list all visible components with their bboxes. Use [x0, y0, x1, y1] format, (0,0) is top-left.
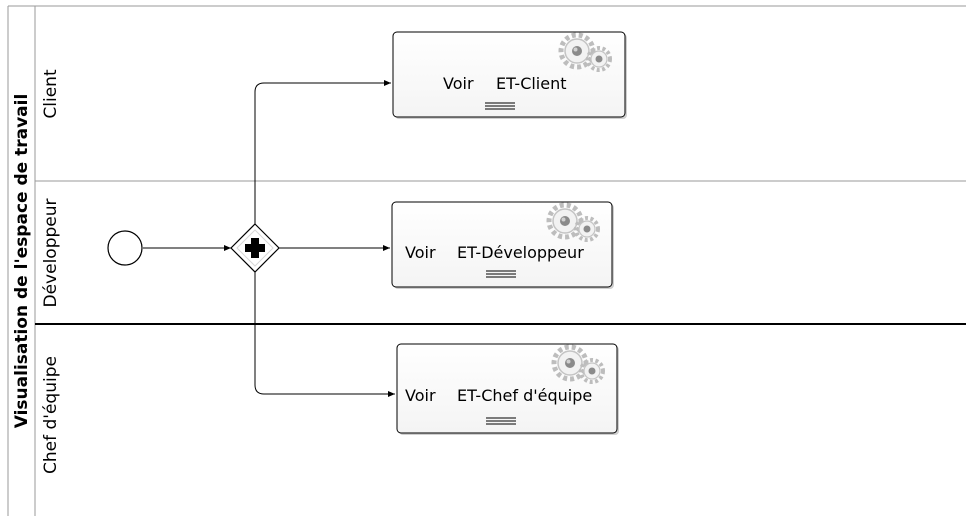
task-voir-et-developpeur[interactable]: Voir ET-Développeur	[391, 201, 614, 289]
lane-label-developpeur: Développeur	[41, 198, 61, 307]
sequence-flows	[143, 80, 395, 397]
task-verb: Voir	[405, 386, 436, 405]
task-object: ET-Client	[496, 74, 567, 93]
task-verb: Voir	[443, 74, 474, 93]
lane-separators	[35, 180, 966, 325]
task-object: ET-Développeur	[457, 243, 584, 262]
pool: Visualisation de l'espace de travail	[7, 5, 966, 516]
flow-gateway-to-chef	[254, 272, 395, 397]
plus-icon	[245, 238, 265, 258]
start-event[interactable]	[107, 230, 143, 266]
lane-label-chef-equipe: Chef d'équipe	[41, 356, 61, 474]
task-object: ET-Chef d'équipe	[457, 386, 592, 405]
pool-label: Visualisation de l'espace de travail	[12, 94, 32, 429]
parallel-gateway[interactable]	[230, 223, 280, 273]
lane-label-client: Client	[41, 69, 61, 119]
task-voir-et-chef-equipe[interactable]: Voir ET-Chef d'équipe	[396, 343, 619, 435]
flow-gateway-to-client	[254, 80, 391, 224]
task-verb: Voir	[405, 243, 436, 262]
task-voir-et-client[interactable]: Voir ET-Client	[392, 31, 627, 119]
